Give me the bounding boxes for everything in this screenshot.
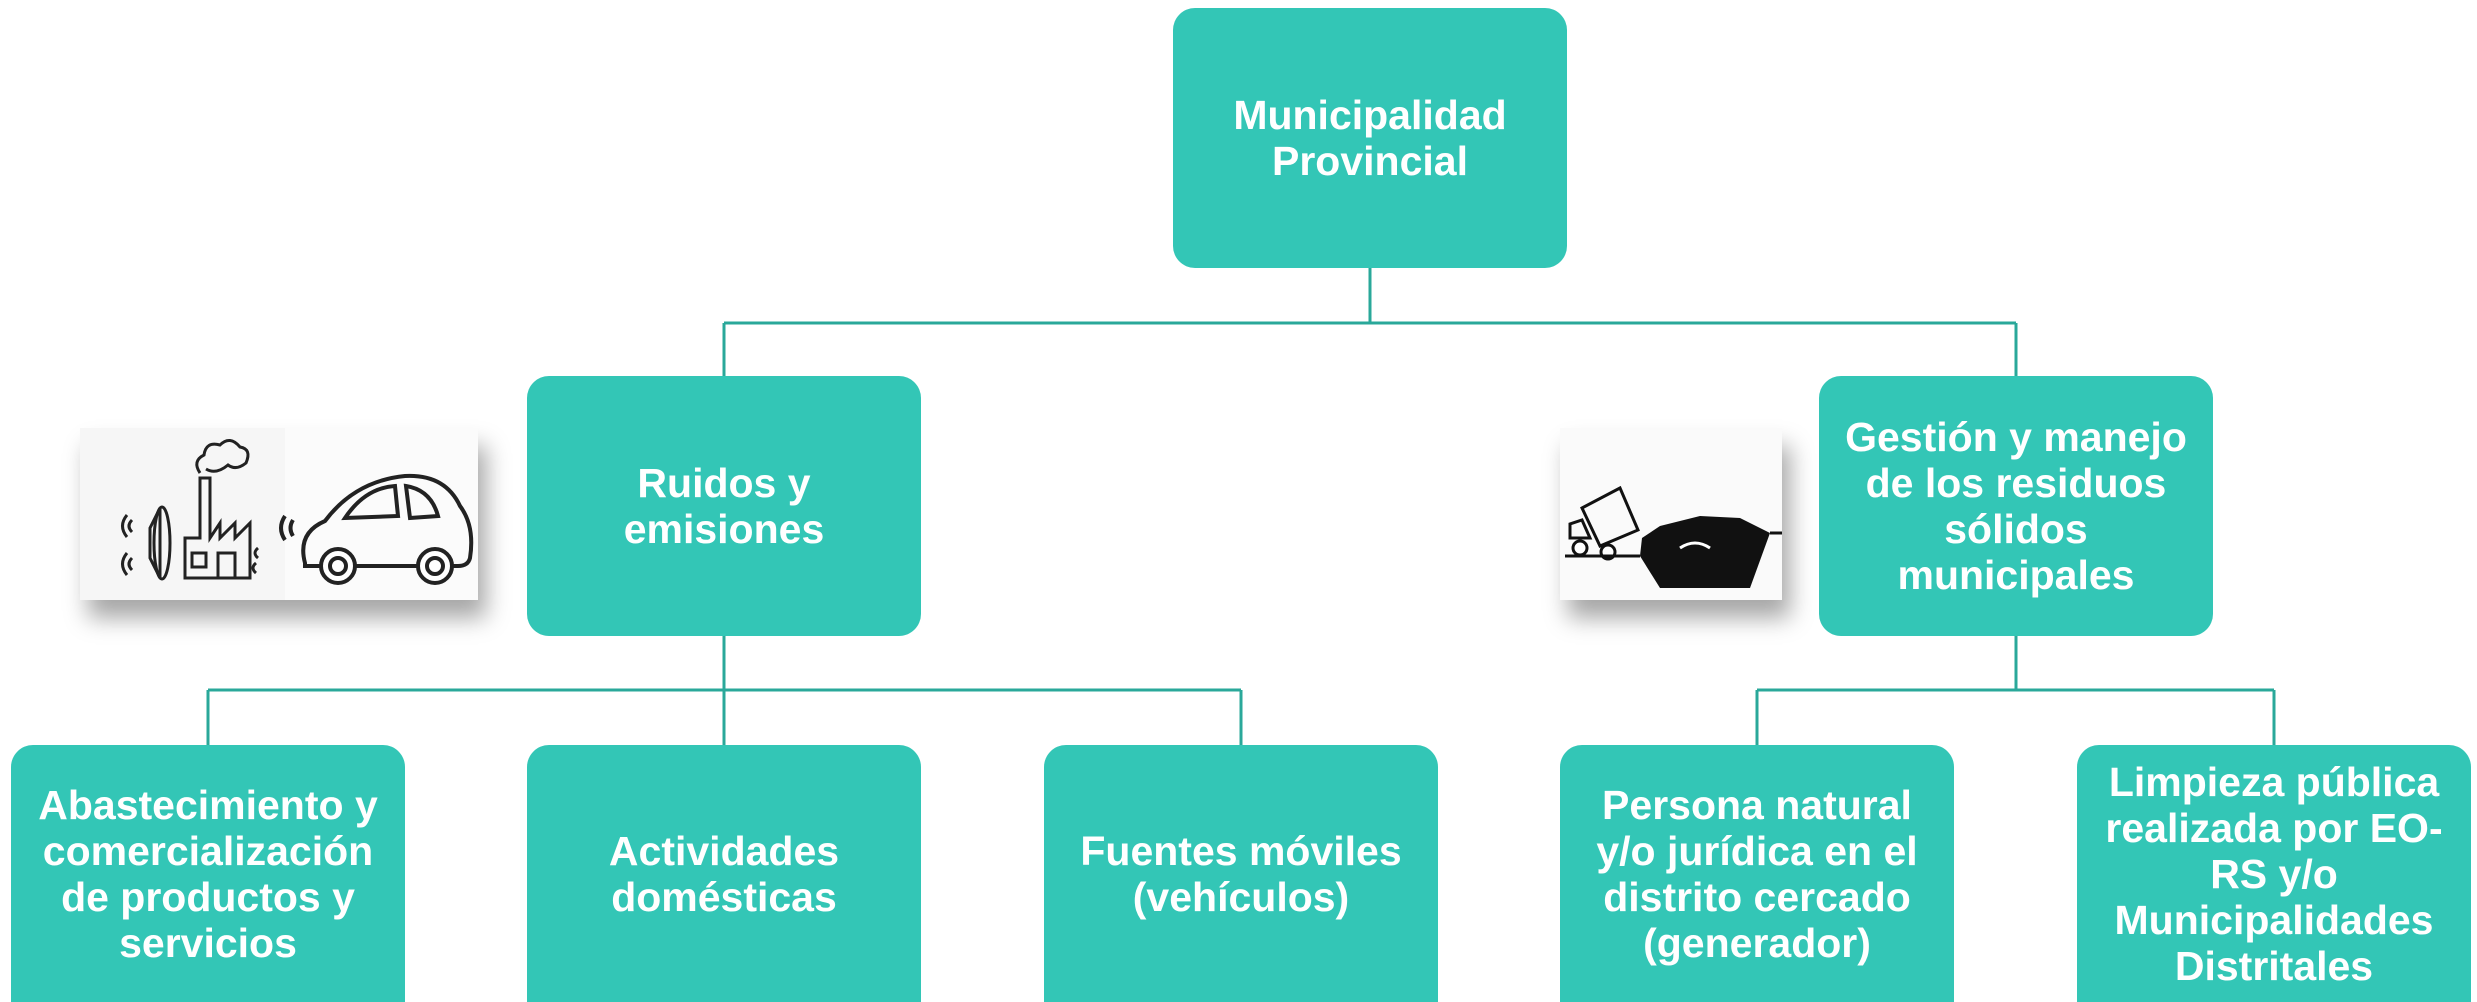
node-abastecimiento-label: Abastecimiento y comercialización de pro…: [38, 781, 378, 966]
node-persona-natural: Persona natural y/o jurídica en el distr…: [1560, 745, 1954, 1002]
dump-truck-icon: [1565, 485, 1640, 561]
factory-icon: [183, 439, 260, 580]
root-node-label: Municipalidad Provincial: [1233, 92, 1507, 184]
node-ruidos-emisiones: Ruidos y emisiones: [527, 376, 921, 636]
node-actividades-domesticas: Actividades domésticas: [527, 745, 921, 1002]
speaker-icon: [121, 505, 172, 581]
landfill-picture: [1560, 428, 1782, 600]
noise-emissions-picture: [80, 428, 478, 600]
landfill-icon: [1640, 516, 1782, 588]
car-icon: [279, 473, 474, 585]
node-abastecimiento: Abastecimiento y comercialización de pro…: [11, 745, 405, 1002]
root-node: Municipalidad Provincial: [1173, 8, 1567, 268]
node-limpieza-publica-label: Limpieza pública realizada por EO- RS y/…: [2105, 758, 2443, 989]
node-limpieza-publica: Limpieza pública realizada por EO- RS y/…: [2077, 745, 2471, 1002]
node-gestion-residuos: Gestión y manejo de los residuos sólidos…: [1819, 376, 2213, 636]
node-gestion-residuos-label: Gestión y manejo de los residuos sólidos…: [1845, 414, 2187, 598]
node-fuentes-moviles: Fuentes móviles (vehículos): [1044, 745, 1438, 1002]
node-fuentes-moviles-label: Fuentes móviles (vehículos): [1080, 827, 1402, 920]
node-persona-natural-label: Persona natural y/o jurídica en el distr…: [1596, 781, 1918, 966]
node-actividades-domesticas-label: Actividades domésticas: [608, 827, 840, 920]
node-ruidos-emisiones-label: Ruidos y emisiones: [623, 460, 825, 552]
